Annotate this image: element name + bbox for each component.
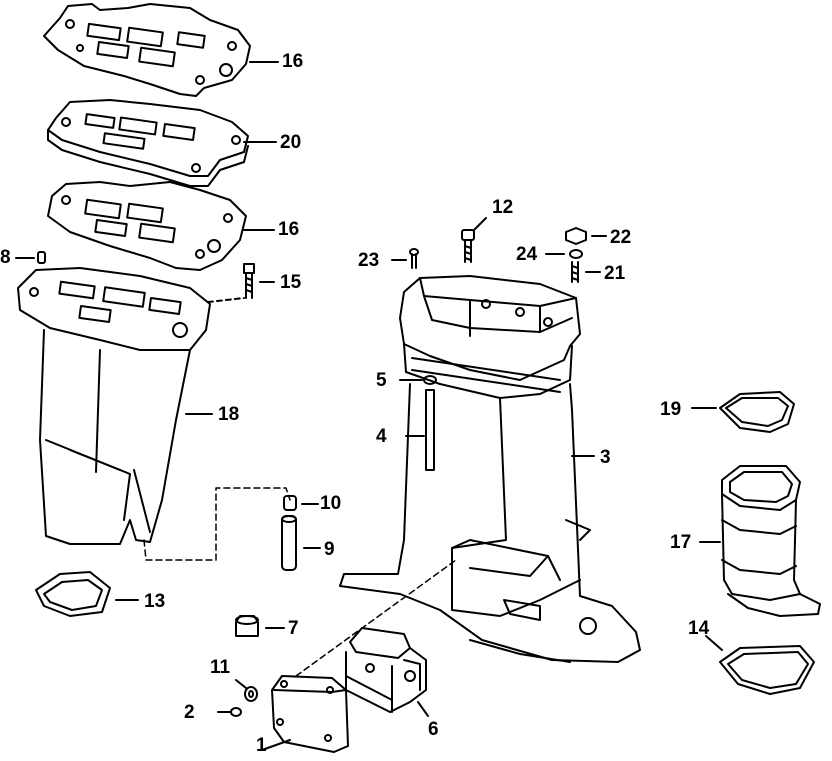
washer-part-5 — [399, 375, 437, 385]
callout-3: 3 — [600, 447, 611, 468]
callout-16-lower: 16 — [278, 219, 300, 240]
gasket-lower-part-16 — [47, 181, 247, 271]
seal-part-14 — [705, 635, 815, 695]
stud-part-4 — [405, 389, 435, 471]
gasket-upper-part-16 — [43, 3, 251, 97]
callout-21: 21 — [604, 263, 626, 284]
grommet-part-10 — [283, 495, 319, 511]
callout-2: 2 — [184, 702, 195, 723]
screw-part-2 — [217, 707, 242, 717]
callout-19: 19 — [660, 399, 682, 420]
seal-part-19 — [691, 391, 795, 433]
callout-17: 17 — [670, 532, 692, 553]
exhaust-housing-part-18 — [17, 267, 211, 545]
plug-part-7 — [235, 615, 285, 637]
callout-9: 9 — [324, 539, 335, 560]
screw-part-15 — [207, 263, 275, 303]
callout-22: 22 — [610, 227, 632, 248]
stud-part-23 — [391, 248, 419, 269]
callout-24: 24 — [516, 244, 538, 265]
adapter-plate-part-20 — [47, 99, 249, 187]
stud-part-21 — [571, 261, 601, 283]
cover-part-1 — [261, 559, 457, 753]
callout-13: 13 — [144, 591, 166, 612]
callout-11: 11 — [210, 657, 231, 678]
callout-20: 20 — [280, 132, 302, 153]
seal-part-13 — [35, 571, 139, 617]
callout-4: 4 — [376, 426, 387, 447]
callout-8: 8 — [0, 247, 11, 268]
tube-part-9 — [281, 515, 321, 571]
callout-14: 14 — [688, 618, 710, 639]
driveshaft-housing-part-3 — [339, 275, 641, 663]
mount-part-6 — [345, 627, 429, 717]
exhaust-tube-part-17 — [699, 465, 821, 617]
dowel-pin-part-8 — [15, 251, 46, 264]
callout-16-upper: 16 — [282, 51, 304, 72]
callout-10: 10 — [320, 493, 342, 514]
callout-18: 18 — [218, 404, 240, 425]
callout-12: 12 — [492, 197, 514, 218]
bolt-part-12 — [461, 217, 487, 263]
callout-6: 6 — [428, 719, 439, 740]
callout-5: 5 — [376, 370, 387, 391]
callout-23: 23 — [358, 250, 380, 271]
nut-part-22 — [565, 227, 607, 245]
lockwasher-part-24 — [545, 249, 583, 259]
callout-1: 1 — [256, 735, 267, 756]
callout-15: 15 — [280, 272, 302, 293]
callout-7: 7 — [288, 618, 299, 639]
washer-part-11 — [235, 679, 258, 702]
dashed-leader-hose — [143, 487, 291, 561]
